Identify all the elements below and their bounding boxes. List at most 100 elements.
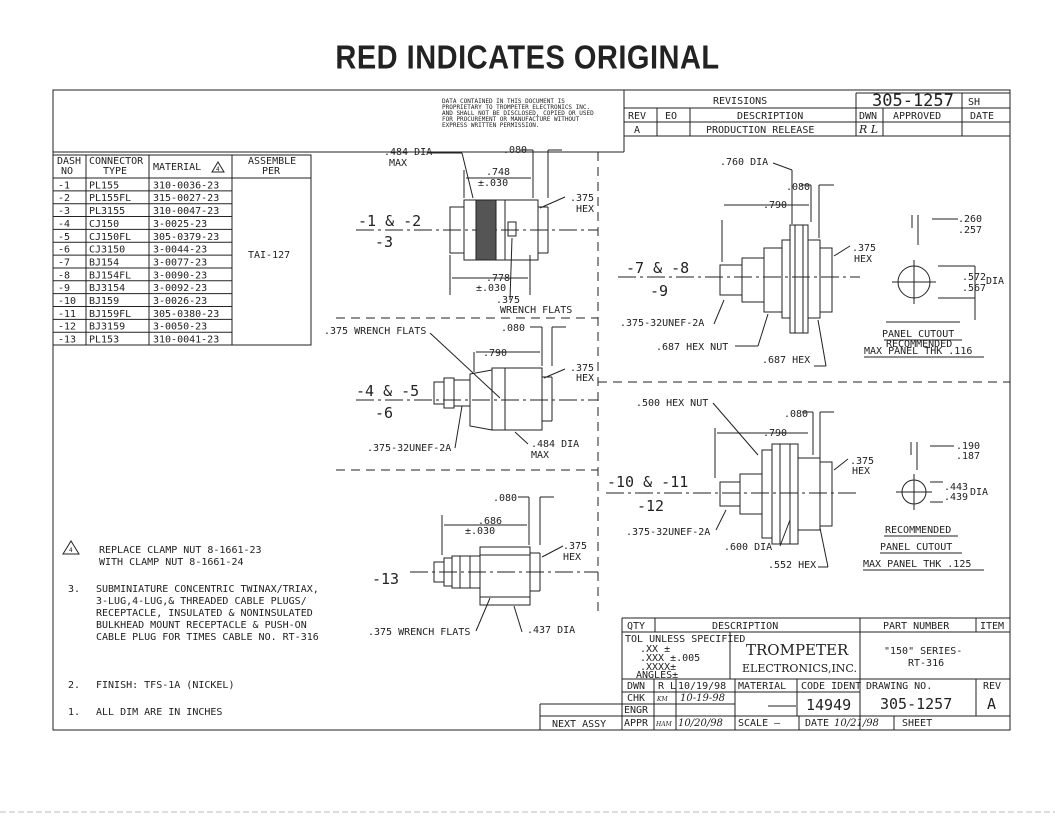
svg-text:CABLE PLUG FOR TIMES CABLE NO.: CABLE PLUG FOR TIMES CABLE NO. RT-316	[96, 632, 319, 643]
table-cell: -8	[58, 270, 70, 281]
svg-text:.600 DIA: .600 DIA	[724, 542, 772, 553]
svg-text:.567: .567	[962, 283, 986, 294]
svg-text:PRODUCTION RELEASE: PRODUCTION RELEASE	[706, 125, 814, 136]
table-cell: 310-0036-23	[153, 180, 219, 191]
notes-block: 4 REPLACE CLAMP NUT 8-1661-23 WITH CLAMP…	[62, 540, 319, 718]
svg-text:AND SHALL NOT BE DISCLOSED, CO: AND SHALL NOT BE DISCLOSED, COPIED OR US…	[442, 110, 594, 117]
svg-text:REV: REV	[628, 111, 646, 122]
svg-text:.080: .080	[501, 323, 525, 334]
svg-text:.080: .080	[503, 145, 527, 156]
view-dash-7-8-9: -7 & -8 -9 .760 DIA .080 .790 .375 HEX .…	[618, 157, 1004, 367]
table-cell: -13	[58, 335, 76, 346]
svg-text:HEX: HEX	[576, 204, 594, 215]
svg-text:ANGLES±: ANGLES±	[636, 670, 678, 681]
view-label: -7 & -8	[626, 259, 689, 277]
svg-text:.375-32UNEF-2A: .375-32UNEF-2A	[626, 527, 710, 538]
svg-text:MATERIAL: MATERIAL	[153, 162, 201, 173]
svg-text:ITEM: ITEM	[980, 621, 1004, 632]
view-label: -3	[375, 233, 393, 251]
svg-text:.190: .190	[956, 441, 980, 452]
table-cell: BJ154	[89, 257, 119, 268]
svg-text:MAX: MAX	[389, 158, 407, 169]
svg-text:ENGR: ENGR	[624, 705, 649, 716]
table-cell: 315-0027-23	[153, 193, 219, 204]
svg-text:SCALE —: SCALE —	[738, 718, 781, 729]
svg-text:±.030: ±.030	[476, 283, 506, 294]
view-dash-4-5-6: -4 & -5 -6 .375 WRENCH FLATS .080 .790 .…	[324, 323, 598, 461]
svg-text:BULKHEAD MOUNT RECEPTACLE & PU: BULKHEAD MOUNT RECEPTACLE & PUSH-ON	[96, 620, 307, 631]
svg-text:.790: .790	[763, 428, 787, 439]
view-label: -10 & -11	[607, 473, 688, 491]
svg-text:ALL DIM ARE IN INCHES: ALL DIM ARE IN INCHES	[96, 707, 222, 718]
svg-text:.790: .790	[763, 200, 787, 211]
svg-text:10/20/98: 10/20/98	[678, 718, 723, 729]
revision-block: REVISIONS 305-1257 SH REV EO DESCRIPTION…	[623, 90, 1010, 152]
svg-text:REPLACE CLAMP NUT 8-1661-23: REPLACE CLAMP NUT 8-1661-23	[99, 545, 262, 556]
view-label: -13	[372, 570, 399, 588]
drawing-number: 305-1257	[880, 695, 952, 713]
svg-text:.260: .260	[958, 214, 982, 225]
svg-text:SH: SH	[968, 97, 980, 108]
table-cell: -2	[58, 193, 70, 204]
svg-text:.748: .748	[486, 167, 510, 178]
svg-text:±.030: ±.030	[465, 526, 495, 537]
svg-text:RECOMMENDED: RECOMMENDED	[885, 525, 951, 536]
svg-text:DESCRIPTION: DESCRIPTION	[737, 111, 803, 122]
table-cell: BJ3154	[89, 283, 125, 294]
svg-text:PANEL CUTOUT: PANEL CUTOUT	[880, 542, 952, 553]
table-cell: -11	[58, 309, 76, 320]
svg-text:.080: .080	[493, 493, 517, 504]
svg-text:.080: .080	[784, 409, 808, 420]
table-cell: 3-0026-23	[153, 296, 207, 307]
svg-text:.687 HEX: .687 HEX	[762, 355, 810, 366]
svg-text:.552 HEX: .552 HEX	[768, 560, 816, 571]
svg-text:.XX ±: .XX ±	[640, 644, 670, 655]
svg-text:REV: REV	[983, 681, 1001, 692]
svg-text:PROPRIETARY TO TROMPETER ELECT: PROPRIETARY TO TROMPETER ELECTRONICS INC…	[442, 104, 590, 111]
svg-text:CODE IDENT: CODE IDENT	[801, 681, 861, 692]
svg-text:.375-32UNEF-2A: .375-32UNEF-2A	[367, 443, 451, 454]
view-dash-13: -13 .080 .686 ±.030 .375 HEX .375 WRENCH…	[368, 493, 598, 638]
table-cell: BJ154FL	[89, 270, 131, 281]
table-cell: PL155FL	[89, 193, 131, 204]
title-block: QTY DESCRIPTION PART NUMBER ITEM TOL UNL…	[539, 617, 1010, 730]
svg-text:EXPRESS WRITTEN PERMISSION.: EXPRESS WRITTEN PERMISSION.	[442, 122, 540, 129]
view-label: -6	[375, 404, 393, 422]
svg-text:HAM: HAM	[655, 721, 673, 728]
code-ident-value: 14949	[806, 696, 851, 714]
table-cell: -10	[58, 296, 76, 307]
assemble-per-value: TAI-127	[248, 250, 290, 261]
svg-text:FINISH: TFS-1A (NICKEL): FINISH: TFS-1A (NICKEL)	[96, 680, 234, 691]
view-dash-10-11-12: -10 & -11 -12 .500 HEX NUT .080 .790 .37…	[606, 398, 988, 571]
table-cell: 3-0025-23	[153, 219, 207, 230]
svg-text:HEX: HEX	[563, 552, 581, 563]
svg-text:DATE: DATE	[970, 111, 994, 122]
svg-text:HEX: HEX	[576, 373, 594, 384]
svg-text:.375: .375	[570, 193, 594, 204]
svg-text:MAX PANEL THK .116: MAX PANEL THK .116	[864, 346, 972, 357]
table-cell: CJ150FL	[89, 232, 131, 243]
table-cell: -12	[58, 322, 76, 333]
svg-text:RT-316: RT-316	[908, 658, 944, 669]
svg-text:.187: .187	[956, 451, 980, 462]
svg-text:3-LUG,4-LUG,& THREADED CABLE P: 3-LUG,4-LUG,& THREADED CABLE PLUGS/	[96, 596, 307, 607]
table-cell: 3-0077-23	[153, 257, 207, 268]
table-cell: BJ159	[89, 296, 119, 307]
svg-text:DWN: DWN	[859, 111, 877, 122]
table-cell: 310-0047-23	[153, 206, 219, 217]
svg-text:PER: PER	[262, 166, 281, 177]
svg-text:.080: .080	[786, 182, 810, 193]
table-cell: -4	[58, 219, 70, 230]
table-cell: 3-0092-23	[153, 283, 207, 294]
svg-text:4: 4	[69, 547, 73, 554]
company-name: TROMPETER	[746, 641, 849, 659]
svg-text:10/19/98: 10/19/98	[678, 681, 726, 692]
svg-text:DATA CONTAINED IN THIS DOCUMEN: DATA CONTAINED IN THIS DOCUMENT IS	[442, 98, 565, 105]
table-cell: -7	[58, 257, 70, 268]
svg-text:NO: NO	[61, 166, 73, 177]
svg-text:.375: .375	[496, 295, 520, 306]
svg-text:RECEPTACLE, INSULATED & NONINS: RECEPTACLE, INSULATED & NONINSULATED	[96, 608, 313, 619]
svg-text:PART NUMBER: PART NUMBER	[883, 621, 950, 632]
table-cell: 3-0050-23	[153, 322, 207, 333]
